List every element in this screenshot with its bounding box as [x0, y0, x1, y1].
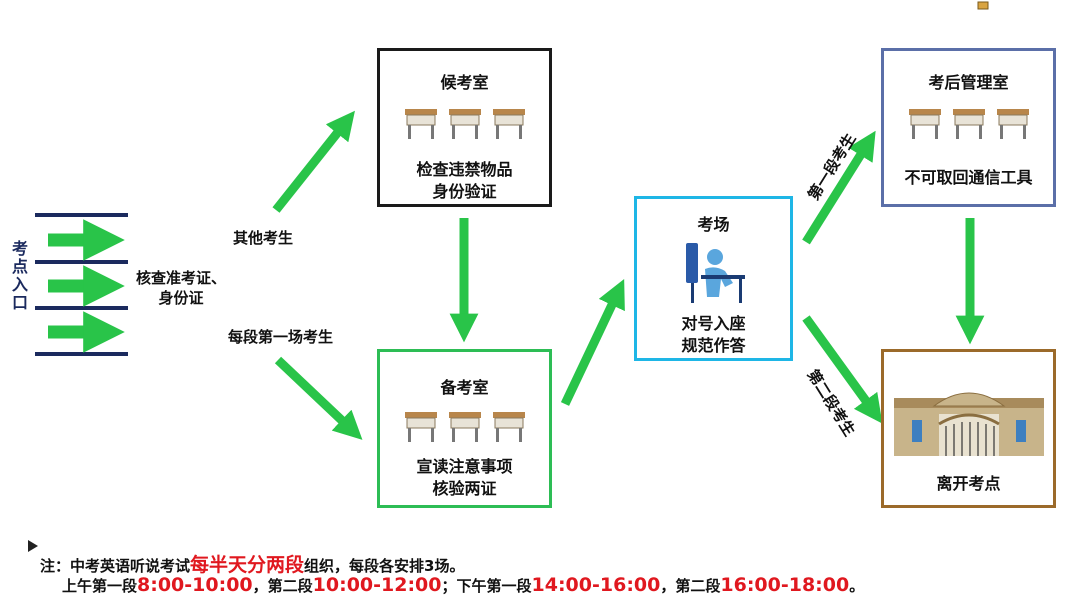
- school-gate-icon: [894, 392, 1044, 456]
- waiting-room-title: 候考室: [440, 73, 489, 92]
- path-label-other: 其他考生: [233, 229, 294, 247]
- desks-icon: [380, 410, 549, 444]
- post-exam-room-title: 考后管理室: [928, 73, 1009, 92]
- post-exam-room-text: 不可取回通信工具: [904, 168, 1033, 187]
- arrow-exam-to-post: [802, 130, 876, 245]
- prep-room-title: 备考室: [440, 378, 489, 397]
- arrow-to-waiting: [272, 110, 355, 213]
- entrance-label: 考点入口: [9, 240, 28, 312]
- check-id-text: 核查准考证、身份证: [136, 269, 227, 307]
- arrow-prep-to-exam: [560, 278, 625, 406]
- arrow-to-prep: [274, 356, 363, 440]
- desks-icon: [380, 107, 549, 141]
- corner-icon: [977, 1, 989, 10]
- prep-room-text: 宣读注意事项 核验两证: [416, 457, 513, 498]
- desks-icon: [884, 107, 1053, 141]
- exam-room-title: 考场: [697, 215, 730, 234]
- arrow-exam-to-exit: [802, 315, 883, 424]
- exit-box: 离开考点: [881, 349, 1056, 508]
- post-exam-room-box: 考后管理室 不可取回通信工具: [881, 48, 1056, 207]
- waiting-room-box: 候考室 检查违禁物品 身份验证: [377, 48, 552, 207]
- exam-room-box: 考场 对号入座 规范作答: [634, 196, 793, 361]
- student-desk-icon: [686, 243, 745, 303]
- exit-title: 离开考点: [936, 474, 1001, 493]
- entrance-gate-icon: [35, 213, 128, 356]
- path-label-first-session: 每段第一场考生: [228, 328, 334, 346]
- play-icon: [28, 540, 38, 552]
- schedule-times: 上午第一段8:00-10:00，第二段10:00-12:00；下午第一段14:0…: [62, 574, 865, 596]
- schedule-note: 注：中考英语听说考试每半天分两段组织，每段各安排3场。: [40, 554, 465, 576]
- exam-room-text: 对号入座 规范作答: [681, 314, 746, 355]
- waiting-room-text: 检查违禁物品 身份验证: [416, 160, 513, 201]
- prep-room-box: 备考室 宣读注意事项 核验两证: [377, 349, 552, 508]
